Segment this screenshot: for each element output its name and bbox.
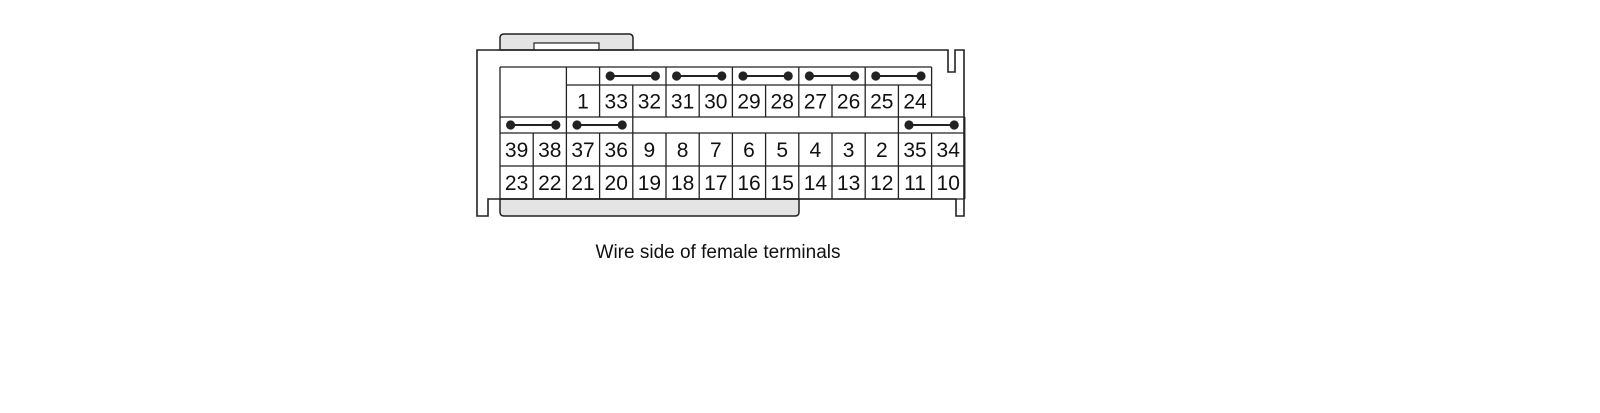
pin-number-26: 26: [837, 91, 860, 114]
jumper-dot-29: [738, 71, 748, 81]
pin-number-3: 3: [843, 139, 855, 162]
pin-number-7: 7: [710, 139, 722, 162]
pin-number-2: 2: [876, 139, 888, 162]
pin-number-31: 31: [671, 91, 694, 114]
jumper-dot-32: [650, 71, 661, 81]
jumper-dot-34: [949, 120, 959, 130]
pin-number-15: 15: [771, 172, 794, 195]
pin-number-24: 24: [903, 91, 927, 114]
pin-number-25: 25: [870, 91, 893, 114]
pin-number-8: 8: [677, 139, 689, 162]
pin-number-10: 10: [937, 172, 960, 195]
pin-number-5: 5: [776, 139, 788, 162]
pin-number-14: 14: [804, 172, 828, 195]
jumper-dot-25: [871, 71, 881, 81]
pin-number-39: 39: [505, 139, 528, 162]
pin-number-11: 11: [904, 172, 926, 195]
pin-number-1: 1: [577, 91, 589, 114]
jumper-dot-36: [617, 120, 627, 130]
pin-number-30: 30: [704, 91, 727, 114]
pin-number-17: 17: [704, 172, 727, 195]
pin-number-6: 6: [743, 139, 755, 162]
jumper-dot-26: [850, 71, 860, 81]
pin-number-4: 4: [810, 139, 822, 162]
pin-number-36: 36: [605, 139, 628, 162]
pin-number-18: 18: [671, 172, 694, 195]
bottom-latch: [499, 198, 800, 217]
pin-number-32: 32: [638, 91, 661, 114]
pin-number-38: 38: [538, 139, 561, 162]
connector-housing: [476, 49, 965, 217]
jumper-dot-38: [551, 120, 561, 130]
jumper-dot-30: [717, 71, 727, 81]
pin-number-34: 34: [937, 139, 961, 162]
jumper-dot-33: [605, 71, 615, 81]
pin-number-27: 27: [804, 91, 827, 114]
pin-number-20: 20: [605, 172, 628, 195]
pin-number-19: 19: [638, 172, 661, 195]
jumper-dot-39: [506, 120, 516, 130]
pin-number-23: 23: [505, 172, 528, 195]
jumper-dot-35: [904, 120, 914, 130]
jumper-dot-24: [916, 71, 926, 81]
top-latch: [499, 33, 634, 51]
diagram-caption: Wire side of female terminals: [595, 242, 841, 263]
pin-number-9: 9: [644, 139, 656, 162]
jumper-dot-37: [572, 120, 582, 130]
pin-number-37: 37: [571, 139, 594, 162]
latch-slot: [533, 42, 600, 51]
jumper-dot-27: [804, 71, 815, 81]
jumper-dot-28: [783, 71, 793, 81]
jumper-dot-31: [672, 71, 682, 81]
pin-number-16: 16: [737, 172, 760, 195]
pin-number-21: 21: [571, 172, 594, 195]
pin-number-13: 13: [837, 172, 860, 195]
pin-number-12: 12: [870, 172, 893, 195]
pin-number-28: 28: [771, 91, 794, 114]
pin-number-22: 22: [538, 172, 561, 195]
pin-number-35: 35: [903, 139, 926, 162]
pin-number-29: 29: [737, 91, 760, 114]
pin-number-33: 33: [605, 91, 628, 114]
